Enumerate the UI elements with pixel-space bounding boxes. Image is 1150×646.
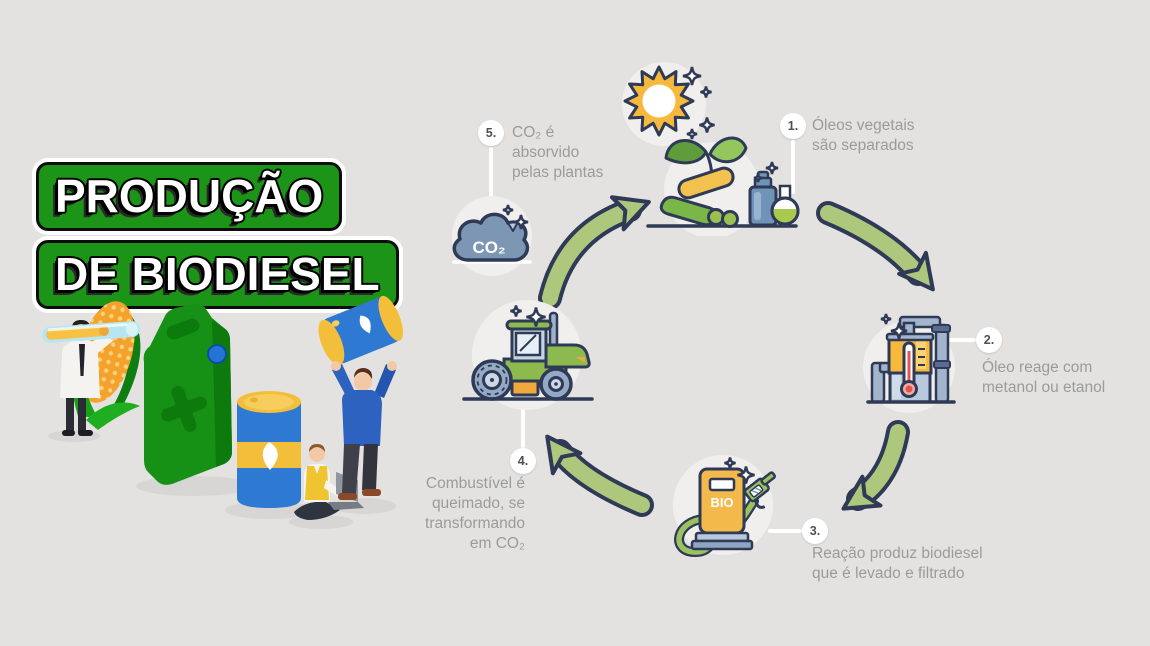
step-5-number-badge: 5. [478, 120, 504, 146]
co2-cloud-icon: CO₂ [452, 196, 532, 276]
step-4-connector [521, 402, 525, 448]
title-text-line1: PRODUÇÃO [55, 170, 324, 222]
scientist-figure [42, 320, 140, 436]
soybean-oils-icon [646, 116, 800, 236]
cycle-arrow-5-to-1 [538, 195, 651, 310]
step-2-text: Óleo reage com metanol ou etanol [982, 359, 1106, 396]
step-3-number-badge: 3. [802, 518, 828, 544]
step-3-text: Reação produz biodiesel que é levado e f… [812, 545, 983, 582]
step-1-text: Óleos vegetais são separados [812, 117, 915, 154]
step-5-connector [489, 147, 493, 217]
fuel-pump-label: BIO [710, 495, 733, 510]
oil-barrel-standing [237, 391, 301, 508]
title-banner-line1: PRODUÇÃO [36, 162, 343, 231]
jerry-can [143, 303, 232, 485]
step-1-connector [791, 140, 795, 194]
step-1-number-badge: 1. [780, 113, 806, 139]
title-banner-line2: DE BIODIESEL [36, 240, 399, 309]
co2-cloud-label: CO₂ [472, 238, 505, 257]
test-tube-with-corn [42, 321, 140, 343]
step-4-number-badge: 4. [510, 448, 536, 474]
cycle-arrow-1-to-2 [816, 201, 935, 292]
cycle-arrow-3-to-4 [545, 434, 654, 517]
cycle-arrow-2-to-3 [841, 420, 910, 511]
step-3-connector [768, 529, 802, 533]
bio-fuel-pump-icon: BIO [673, 455, 776, 557]
step-2-number-badge: 2. [976, 327, 1002, 353]
step-5-text: CO₂ é absorvido pelas plantas [512, 124, 604, 181]
step-2-connector [942, 338, 976, 342]
tractor-icon [462, 300, 594, 410]
man-carrying-barrel [318, 295, 404, 500]
sun-icon [622, 62, 724, 146]
biofuel-people-illustration [42, 295, 404, 529]
title-text-line2: DE BIODIESEL [55, 248, 380, 300]
step-4-text: Combustível é queimado, se transformando… [425, 475, 525, 552]
reactor-vessel-icon [863, 305, 956, 413]
